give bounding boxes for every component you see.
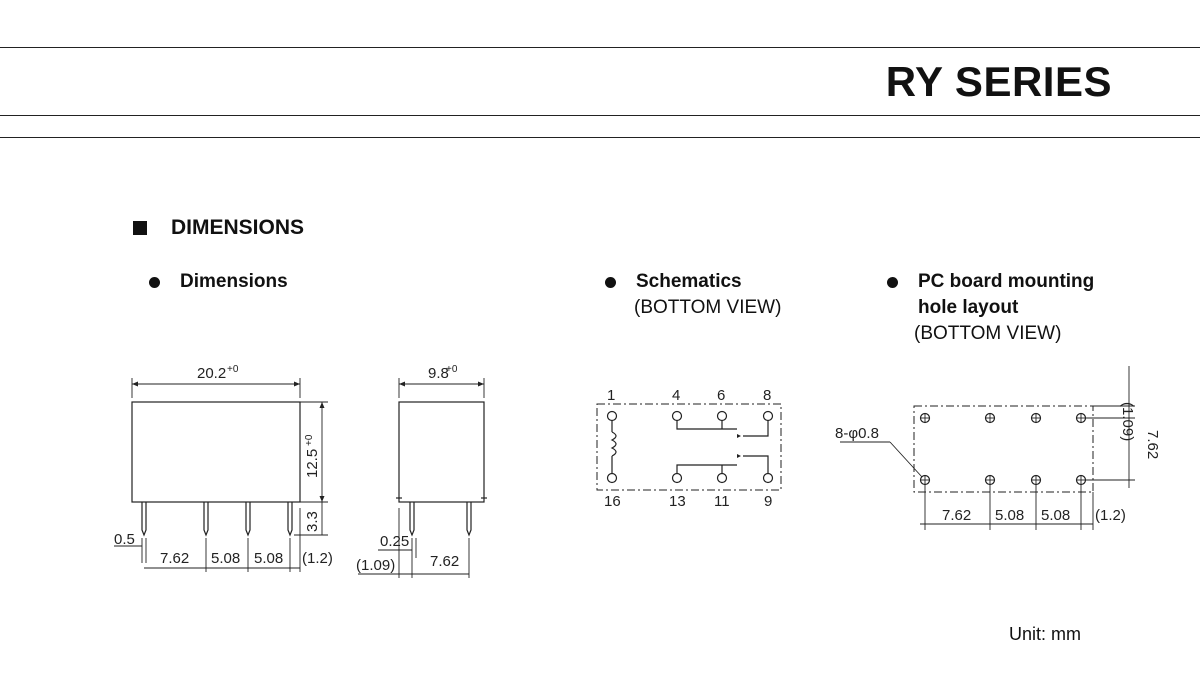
hole-spec-label: 8-φ0.8 (835, 425, 879, 442)
pcb-heading-line2: hole layout (918, 297, 1019, 318)
depth-tolerance: +0 (446, 364, 458, 375)
round-bullet-icon (149, 276, 160, 288)
pin-label-4: 4 (672, 387, 680, 404)
round-bullet-icon (887, 276, 898, 288)
pin-label-16: 16 (604, 493, 621, 510)
pin-label-1: 1 (607, 387, 615, 404)
pcb-pitch-c-label: 5.08 (1041, 507, 1070, 524)
round-bullet-icon (605, 276, 616, 288)
pin-length-label: 3.3 (304, 511, 321, 532)
schematic-drawing: 1 4 6 8 16 13 11 9 (596, 387, 782, 510)
pcb-pitch-a-label: 7.62 (942, 507, 971, 524)
height-tolerance: +0 (304, 434, 315, 446)
pin-width-label: 0.5 (114, 531, 135, 548)
pin-label-13: 13 (669, 493, 686, 510)
pcb-pitch-b-label: 5.08 (995, 507, 1024, 524)
front-view-drawing: 20.2 +0 12.5 +0 3.3 0.5 7.62 5.08 5.08 (… (114, 364, 333, 572)
height-label: 12.5 (304, 449, 321, 478)
top-offset-label: (1.09) (1119, 402, 1136, 441)
top-rule (0, 47, 1200, 48)
pcb-right-offset-label: (1.2) (1095, 507, 1126, 524)
square-bullet-icon (133, 221, 147, 235)
row-spacing-label: 7.62 (1144, 430, 1161, 459)
header-rule-1 (0, 115, 1200, 116)
section-title: DIMENSIONS (171, 216, 305, 239)
pin-thickness-label: 0.25 (380, 533, 409, 550)
pcb-layout-drawing: 8-φ0.8 (1.09) 7.62 7.62 5.08 5.08 (1.2) (835, 366, 1161, 530)
pin-label-9: 9 (764, 493, 772, 510)
offset-label: (1.2) (302, 550, 333, 567)
pin-label-11: 11 (714, 493, 730, 510)
side-view-drawing: 9.8 +0 0.25 (1.09) 7.62 (356, 364, 487, 578)
schematics-view-note: (BOTTOM VIEW) (634, 297, 782, 318)
depth-label: 9.8 (428, 365, 449, 382)
pin-label-6: 6 (717, 387, 725, 404)
page-title: RY SERIES (885, 58, 1112, 105)
width-label: 20.2 (197, 365, 226, 382)
header-rule-2 (0, 137, 1200, 138)
pcb-heading: PC board mounting (887, 271, 1094, 293)
dimensions-heading: Dimensions (149, 271, 288, 293)
schematics-heading-text: Schematics (636, 271, 742, 292)
pitch-c-label: 5.08 (254, 550, 283, 567)
pin-label-8: 8 (763, 387, 771, 404)
pitch-b-label: 5.08 (211, 550, 240, 567)
pcb-heading-line1: PC board mounting (918, 271, 1095, 292)
width-tolerance: +0 (227, 364, 239, 375)
schematics-heading: Schematics (605, 271, 742, 293)
side-offset-label: (1.09) (356, 557, 395, 574)
pcb-view-note: (BOTTOM VIEW) (914, 323, 1062, 344)
section-heading: DIMENSIONS (133, 216, 304, 240)
dimensions-heading-text: Dimensions (180, 271, 288, 292)
unit-note: Unit: mm (1009, 624, 1081, 644)
side-spacing-label: 7.62 (430, 553, 459, 570)
pitch-a-label: 7.62 (160, 550, 189, 567)
